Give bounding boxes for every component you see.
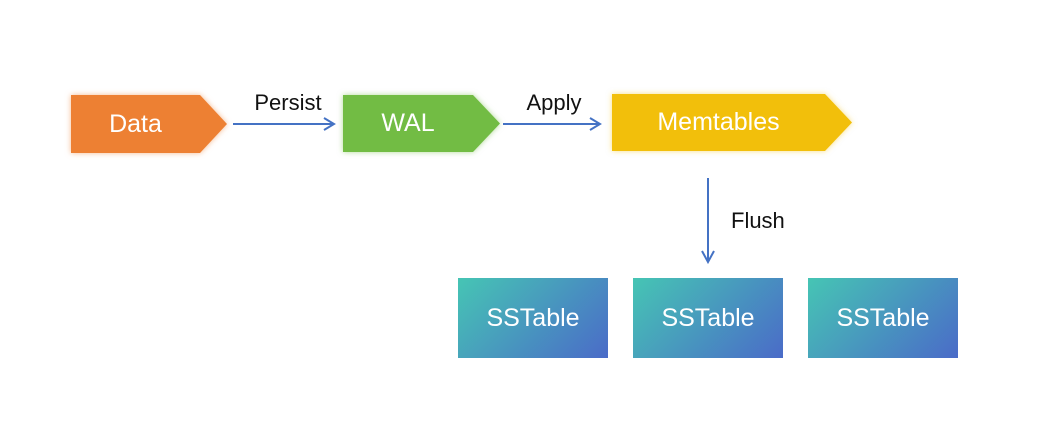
apply-edge-label: Apply (526, 90, 582, 115)
persist-arrow (233, 117, 336, 131)
flush-edge-label: Flush (731, 208, 785, 233)
sstable-node: SSTable (808, 278, 958, 358)
sstable-node-label: SSTable (486, 303, 580, 332)
apply-arrow (503, 117, 602, 131)
sstable-node-label: SSTable (661, 303, 755, 332)
data-node-shape: Data (71, 95, 227, 153)
data-node: Data (71, 95, 227, 153)
memtables-node-shape: Memtables (612, 94, 852, 151)
sstable-node: SSTable (633, 278, 783, 358)
memtables-node: Memtables (612, 94, 852, 151)
wal-node: WAL (343, 95, 500, 152)
data-node-label: Data (109, 109, 162, 138)
wal-node-label: WAL (381, 109, 435, 137)
flush-arrow (701, 178, 715, 265)
memtables-node-label: Memtables (657, 108, 780, 136)
wal-node-shape: WAL (343, 95, 500, 152)
sstable-node: SSTable (458, 278, 608, 358)
sstable-node-label: SSTable (836, 303, 930, 332)
persist-edge-label: Persist (254, 90, 322, 115)
